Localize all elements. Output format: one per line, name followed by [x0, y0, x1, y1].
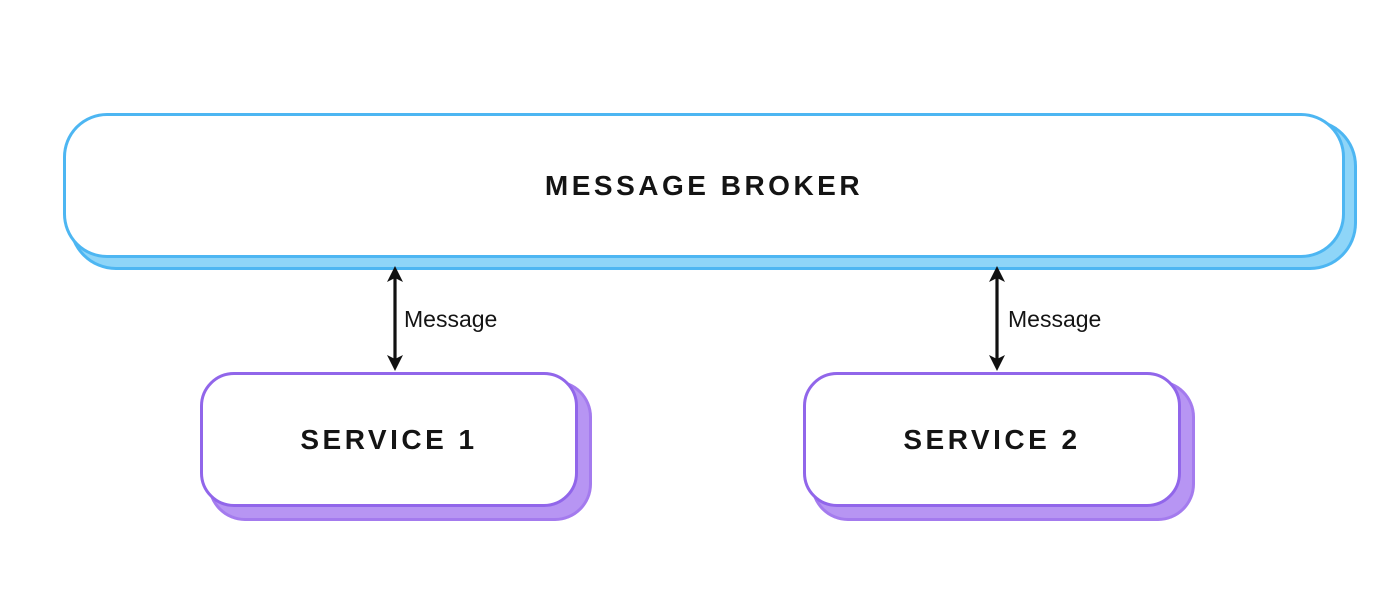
message-broker-label: MESSAGE BROKER [544, 169, 864, 201]
service-1-label: SERVICE 1 [300, 423, 478, 455]
service-2-label: SERVICE 2 [903, 423, 1081, 455]
message-edge-label: Message [404, 306, 498, 332]
bidirectional-arrow-icon [989, 266, 1005, 371]
service-2-node: SERVICE 2 [803, 372, 1181, 507]
bidirectional-arrow-icon [387, 266, 403, 371]
service-1-node: SERVICE 1 [200, 372, 578, 507]
message-broker-node: MESSAGE BROKER [63, 113, 1345, 258]
message-edge-label: Message [1008, 306, 1102, 332]
